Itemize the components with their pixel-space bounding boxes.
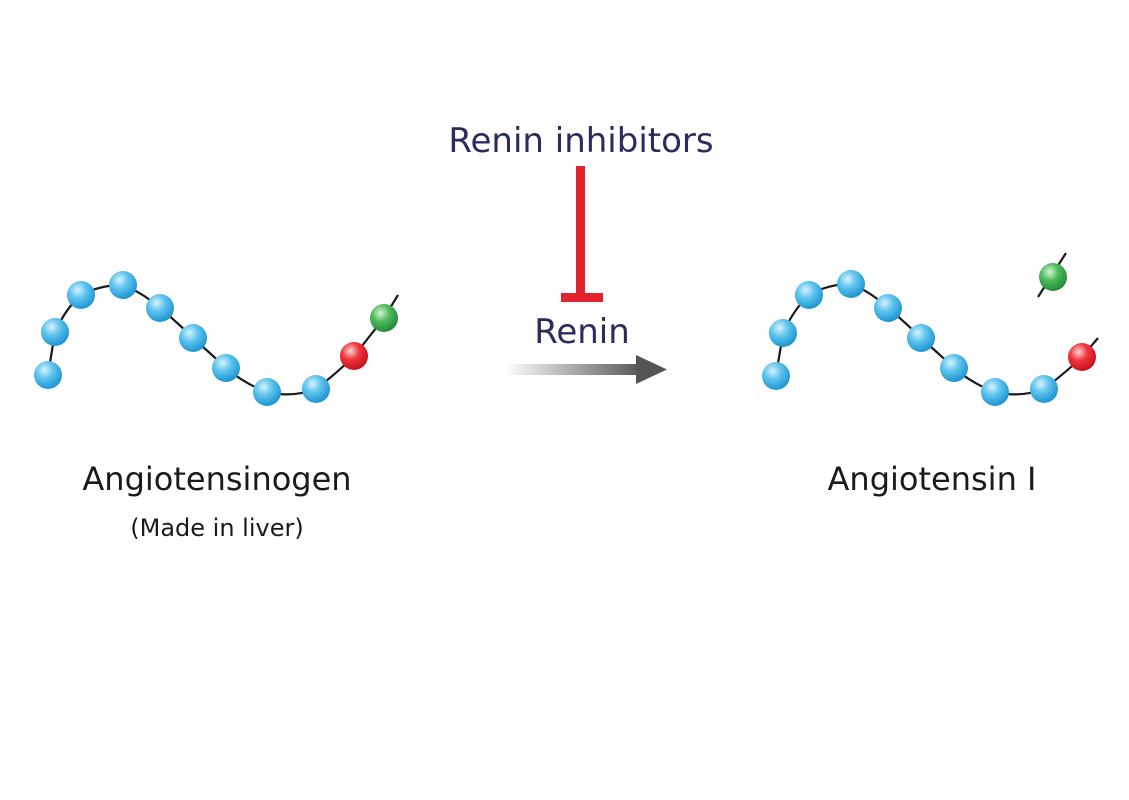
bead-blue [67, 281, 95, 309]
bead-blue [762, 362, 790, 390]
bead-blue [41, 318, 69, 346]
bead-red [340, 342, 368, 370]
bead-blue [146, 294, 174, 322]
bead-green [1039, 263, 1067, 291]
bead-blue [109, 271, 137, 299]
bead-blue [940, 354, 968, 382]
bead-blue [1030, 375, 1058, 403]
made-in-liver-note: (Made in liver) [130, 514, 303, 542]
bead-red [1068, 343, 1096, 371]
angiotensinogen-label: Angiotensinogen [82, 460, 351, 498]
bead-blue [302, 375, 330, 403]
angiotensin-i-label: Angiotensin I [828, 460, 1037, 498]
bead-blue [837, 270, 865, 298]
renin-label: Renin [534, 312, 630, 352]
bead-blue [981, 378, 1009, 406]
inhibition-tbar-icon [561, 166, 603, 302]
bead-blue [179, 324, 207, 352]
gradient-arrow-right-icon [505, 355, 667, 384]
angiotensinogen-chain [34, 271, 399, 406]
bead-blue [253, 378, 281, 406]
bead-blue [769, 319, 797, 347]
renin-inhibitors-label: Renin inhibitors [448, 121, 713, 161]
bead-green [370, 304, 398, 332]
angiotensin-i-chain [762, 270, 1099, 406]
bead-blue [907, 324, 935, 352]
cleaved-green-residue [1037, 252, 1067, 298]
bead-blue [212, 354, 240, 382]
bead-blue [795, 281, 823, 309]
bead-blue [34, 361, 62, 389]
bead-blue [874, 294, 902, 322]
